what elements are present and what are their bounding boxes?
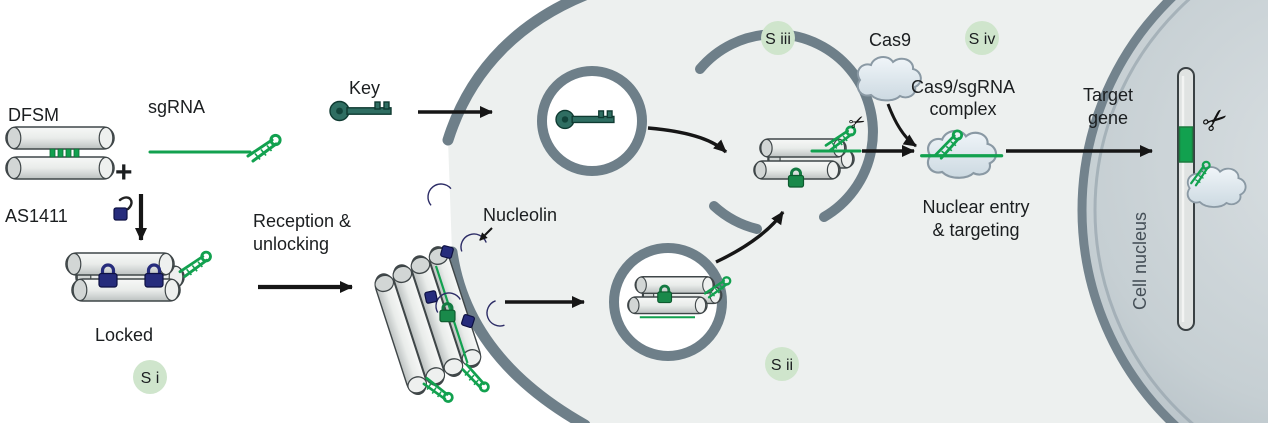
- aptamer-anchor: [424, 290, 438, 304]
- nucleolin-receptors: [421, 177, 506, 331]
- stage-badge-circle: [765, 347, 799, 381]
- target-gene-segment: [1178, 126, 1194, 163]
- label-nuclear-entry-2: & targeting: [932, 220, 1019, 240]
- stage-badge-label: S iii: [765, 31, 791, 48]
- stage-badge-label: S iv: [969, 31, 996, 48]
- arrow-cas9-binding: [886, 103, 917, 148]
- label-as1411: AS1411: [5, 206, 68, 226]
- dfsm-tube: [65, 252, 175, 276]
- as1411-aptamer: [113, 196, 133, 221]
- aptamer-anchor: [440, 245, 454, 259]
- stage-badge-circle: [133, 360, 167, 394]
- label-cell-nucleus: Cell nucleus: [1130, 212, 1150, 310]
- cell-membrane-lower: [446, 246, 591, 423]
- label-key: Key: [349, 78, 380, 98]
- stage-badge-label: S i: [141, 370, 160, 387]
- dfsm-tube: [71, 278, 181, 302]
- endosome-escape-membrane: [695, 29, 878, 222]
- aptamer-anchor: [460, 313, 476, 329]
- label-nuclear-entry-1: Nuclear entry: [922, 197, 1029, 217]
- label-cas9: Cas9: [869, 30, 911, 50]
- nucleus-inner-rim: [1093, 0, 1194, 423]
- dfsm-tubes: [5, 126, 115, 180]
- label-target-gene-1: Target: [1083, 85, 1133, 105]
- arrow-key-unlock: [647, 126, 728, 154]
- chromosome: [1177, 67, 1195, 331]
- dfsm-tube: [5, 126, 115, 150]
- cas9-protein-icon: [1186, 166, 1247, 208]
- dfsm-tube: [634, 276, 716, 295]
- label-dfsm: DFSM: [8, 105, 59, 125]
- endosome-cargo-contents: [627, 276, 732, 319]
- cell-membrane-upper: [442, 0, 588, 146]
- label-target-gene-2: gene: [1088, 108, 1128, 128]
- dfsm-opened-structure: [753, 125, 862, 189]
- aptamer-anchor: [113, 207, 128, 221]
- sgrna-molecule: [148, 133, 282, 163]
- plus-sign: +: [115, 156, 133, 189]
- stage-badge-s1: S i: [133, 360, 167, 394]
- label-sgrna: sgRNA: [148, 97, 205, 117]
- stage-badge-label: S ii: [771, 357, 793, 374]
- nucleolin-receptor-icon: [421, 177, 452, 207]
- label-reception-1: Reception &: [253, 211, 351, 231]
- stage-badge-s4: S iv: [965, 21, 999, 55]
- dfsm-tube: [5, 156, 115, 180]
- sgrna-hairpin: [178, 250, 212, 278]
- nucleus-membrane: [1077, 0, 1268, 423]
- aptamer-curl: [118, 196, 133, 211]
- label-reception-2: unlocking: [253, 234, 329, 254]
- nucleolin-pointer: [479, 227, 493, 241]
- stage-badge-s3: S iii: [761, 21, 795, 55]
- label-nucleolin: Nucleolin: [483, 205, 557, 225]
- label-locked: Locked: [95, 325, 153, 345]
- stage-badge-s2: S ii: [765, 347, 799, 381]
- cas9-sgrna-complex: [920, 128, 1004, 179]
- locked-bundle: [65, 250, 212, 302]
- dfsm-bundle-entering: [371, 243, 491, 409]
- label-complex-2: complex: [929, 99, 996, 119]
- endosome-escape-fragment: [709, 201, 762, 234]
- label-complex-1: Cas9/sgRNA: [911, 77, 1015, 97]
- stage-badge-circle: [965, 21, 999, 55]
- cell-nucleus-body: [1077, 0, 1268, 423]
- key-icon: [329, 100, 392, 122]
- arrow-escape: [715, 211, 785, 264]
- stage-badge-circle: [761, 21, 795, 55]
- hybridization-teeth: [49, 148, 80, 158]
- sgrna-hairpin: [246, 133, 282, 163]
